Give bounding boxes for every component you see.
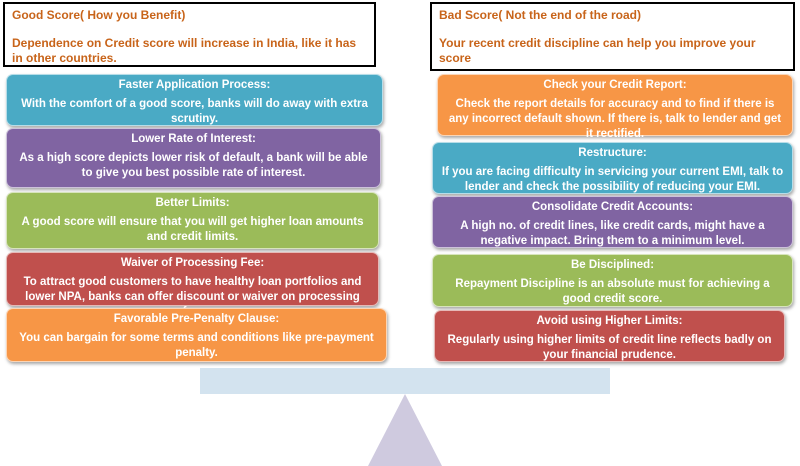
bad-score-title: Bad Score( Not the end of the road): [439, 8, 642, 22]
benefit-card-title: Better Limits:: [155, 197, 230, 209]
benefit-card-title: Lower Rate of Interest:: [131, 133, 256, 145]
tip-card-title: Restructure:: [578, 147, 647, 159]
tip-card-title: Be Disciplined:: [570, 259, 655, 271]
good-score-title: Good Score( How you Benefit): [12, 8, 186, 22]
balance-fulcrum: [368, 394, 442, 466]
tip-card-title: Consolidate Credit Accounts:: [531, 201, 694, 213]
bad-score-intro: Your recent credit discipline can help y…: [439, 36, 756, 65]
good-score-header: Good Score( How you Benefit) Dependence …: [3, 2, 376, 67]
benefit-card-text: To attract good customers to have health…: [23, 276, 362, 318]
benefit-card-title: Favorable Pre-Penalty Clause:: [113, 313, 280, 325]
benefit-card-text: A good score will ensure that you will g…: [21, 216, 364, 243]
tip-card-text: If you are facing difficulty in servicin…: [441, 166, 784, 193]
tip-card-avoid-high-limits: Avoid using Higher Limits: Regularly usi…: [434, 310, 785, 362]
tip-card-text: Regularly using higher limits of credit …: [447, 334, 772, 361]
benefit-card-text: With the comfort of a good score, banks …: [21, 98, 368, 125]
benefit-card-lower-interest: Lower Rate of Interest: As a high score …: [6, 128, 381, 188]
benefit-card-title: Waiver of Processing Fee:: [120, 257, 265, 269]
tip-card-consolidate: Consolidate Credit Accounts: A high no. …: [432, 196, 793, 248]
tip-card-restructure: Restructure: If you are facing difficult…: [432, 142, 793, 194]
benefit-card-fee-waiver: Waiver of Processing Fee: To attract goo…: [6, 252, 379, 318]
tip-card-title: Check your Credit Report:: [543, 79, 687, 91]
tip-card-text: A high no. of credit lines, like credit …: [460, 220, 765, 247]
benefit-card-pre-penalty: Favorable Pre-Penalty Clause: You can ba…: [6, 308, 387, 362]
tip-card-text: Check the report details for accuracy an…: [448, 98, 782, 140]
bad-score-header: Bad Score( Not the end of the road) Your…: [430, 2, 795, 71]
benefit-card-text: As a high score depicts lower risk of de…: [19, 152, 368, 179]
benefit-card-faster-application: Faster Application Process: With the com…: [6, 74, 383, 126]
benefit-card-text: You can bargain for some terms and condi…: [19, 332, 374, 359]
tip-card-text: Repayment Discipline is an absolute must…: [455, 278, 770, 305]
benefit-card-better-limits: Better Limits: A good score will ensure …: [6, 192, 379, 249]
balance-plank: [200, 368, 610, 394]
benefit-card-title: Faster Application Process:: [118, 79, 271, 91]
tip-card-check-report: Check your Credit Report: Check the repo…: [437, 74, 793, 140]
tip-card-be-disciplined: Be Disciplined: Repayment Discipline is …: [432, 254, 793, 307]
tip-card-title: Avoid using Higher Limits:: [536, 315, 683, 327]
good-score-intro: Dependence on Credit score will increase…: [12, 36, 357, 65]
